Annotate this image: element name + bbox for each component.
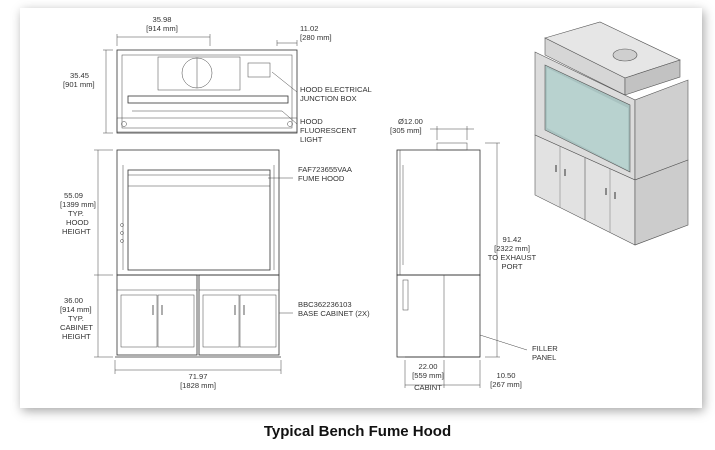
cabinet-height-note-3: HEIGHT: [62, 332, 91, 341]
cabinet-depth-label: 22.00: [418, 362, 437, 371]
hood-height-note-3: HEIGHT: [62, 227, 91, 236]
exhaust-note-2: PORT: [502, 262, 523, 271]
top-view: [116, 49, 298, 134]
dim-cabinet-height: 36.00 [914 mm] TYP. CABINET HEIGHT: [60, 275, 113, 358]
front-view: [115, 149, 281, 358]
dim-hood-height: 55.09 [1399 mm] TYP. HOOD HEIGHT: [60, 149, 113, 276]
filler-panel-label-2: PANEL: [532, 353, 556, 362]
exhaust-height-label: 91.42: [502, 235, 521, 244]
exhaust-height-mm-label: [2322 mm]: [494, 244, 530, 253]
callout-filler-panel: FILLER PANEL: [479, 334, 558, 362]
fume-hood-label-2: FUME HOOD: [298, 174, 345, 183]
base-cabinet-label-2: BASE CABINET (2X): [298, 309, 370, 318]
junction-offset-mm-label: [280 mm]: [300, 33, 332, 42]
dim-junction-offset: 11.02 [280 mm]: [276, 24, 332, 46]
base-cabinet-label-1: BBC362236103: [298, 300, 352, 309]
hood-height-label: 55.09: [64, 191, 83, 200]
figure-caption: Typical Bench Fume Hood: [263, 423, 452, 440]
top-height-mm-label: [901 mm]: [63, 80, 95, 89]
junction-box-label-1: HOOD ELECTRICAL: [300, 85, 372, 94]
filler-depth-label: 10.50: [496, 371, 515, 380]
dim-exhaust-height: 91.42 [2322 mm] TO EXHAUST PORT: [485, 142, 537, 358]
callout-fume-hood: FAF723655VAA FUME HOOD: [268, 165, 353, 183]
dim-exhaust-dia: Ø12.00 [305 mm]: [390, 117, 474, 140]
cabinet-depth-mm-label: [559 mm]: [412, 371, 444, 380]
overall-width-label: 71.97: [188, 372, 207, 381]
hood-height-note-1: TYP.: [68, 209, 84, 218]
junction-box-label-2: JUNCTION BOX: [300, 94, 357, 103]
exhaust-note-1: TO EXHAUST: [488, 253, 537, 262]
exhaust-dia-mm-label: [305 mm]: [390, 126, 422, 135]
top-height-label: 35.45: [70, 71, 89, 80]
isometric-render: [534, 21, 689, 246]
dim-cabinet-depth: 22.00 [559 mm] CABINT 10.50 [267 mm]: [404, 360, 522, 392]
cabinet-height-label: 36.00: [64, 296, 83, 305]
top-width-label: 35.98: [152, 15, 171, 24]
dim-top-height: 35.45 [901 mm]: [63, 49, 113, 134]
fluorescent-label-3: LIGHT: [300, 135, 323, 144]
dim-overall-width: 71.97 [1828 mm]: [114, 360, 282, 390]
filler-depth-mm-label: [267 mm]: [490, 380, 522, 389]
hood-height-mm-label: [1399 mm]: [60, 200, 96, 209]
fluorescent-label-2: FLUORESCENT: [300, 126, 357, 135]
cabinet-depth-note: CABINT: [414, 383, 442, 392]
callout-base-cabinet: BBC362236103 BASE CABINET (2X): [279, 300, 370, 318]
dim-top-width: 35.98 [914 mm]: [116, 15, 211, 46]
junction-offset-label: 11.02: [300, 24, 318, 33]
exhaust-dia-label: Ø12.00: [398, 117, 423, 126]
overall-width-mm-label: [1828 mm]: [180, 381, 216, 390]
callout-junction-box: HOOD ELECTRICAL JUNCTION BOX: [271, 71, 372, 103]
side-view: [396, 142, 481, 358]
cabinet-height-mm-label: [914 mm]: [60, 305, 92, 314]
callout-fluorescent: HOOD FLUORESCENT LIGHT: [281, 110, 357, 144]
cabinet-height-note-2: CABINET: [60, 323, 93, 332]
cabinet-height-note-1: TYP.: [68, 314, 84, 323]
fluorescent-label-1: HOOD: [300, 117, 323, 126]
top-width-mm-label: [914 mm]: [146, 24, 178, 33]
fume-hood-label-1: FAF723655VAA: [298, 165, 353, 174]
filler-panel-label-1: FILLER: [532, 344, 558, 353]
hood-height-note-2: HOOD: [66, 218, 89, 227]
